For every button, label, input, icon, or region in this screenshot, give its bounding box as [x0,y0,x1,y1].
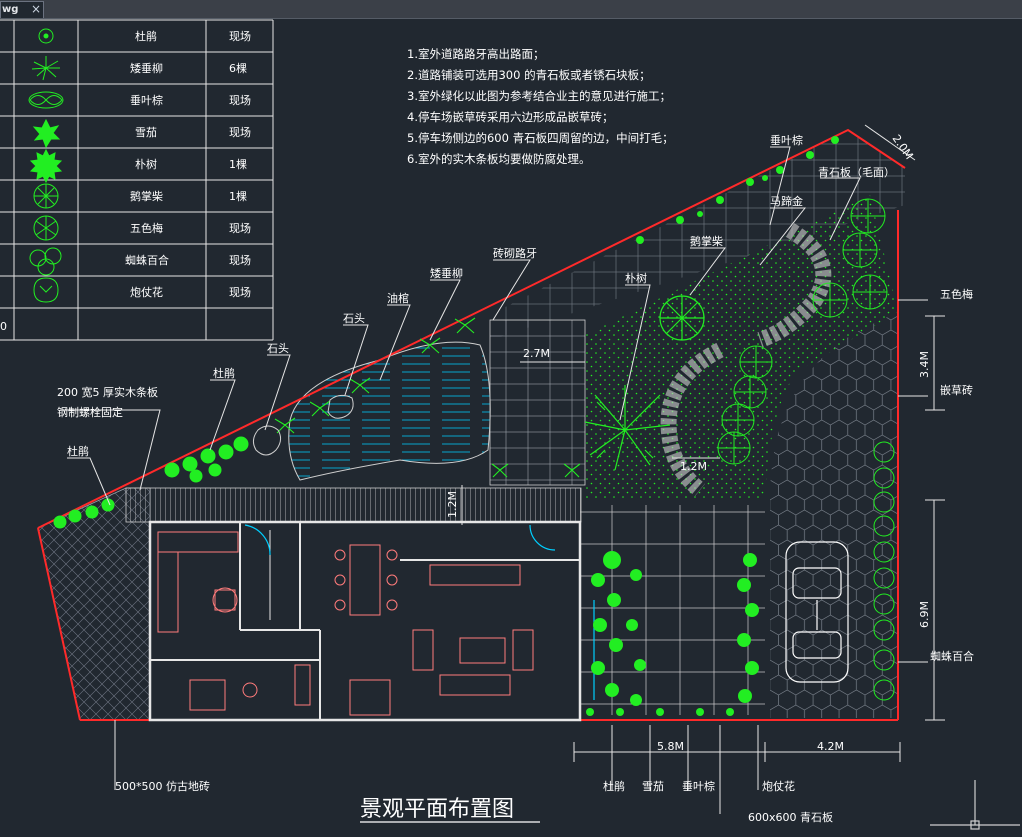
dim-34m: 3.4M [918,351,931,378]
close-icon[interactable]: × [31,2,42,16]
label-xuejia-bottom: 雪茄 [642,779,664,793]
ezhangchai-tree-icon [659,295,705,341]
dujuan-plant-icon [38,28,54,44]
note-6: 6.室外的实木条板均要做防腐处理。 [407,152,590,166]
legend-name-6: 鹅掌柴 [130,189,163,203]
legend-qty-2: 6棵 [229,61,247,75]
zhizhubaihe-plant-icon [29,247,62,276]
dim-42m: 4.2M [817,740,844,753]
label-pushu: 朴树 [625,271,647,285]
house-floor-plan [148,520,595,722]
aichuiliu-plant-icon [31,56,60,81]
legend-qty-5: 1棵 [229,157,247,171]
aichuiliu-row-icon [274,317,581,478]
legend-name-5: 朴树 [135,157,157,171]
dimension-labels: 2.0M 2.7M 3.4M 1.2M 1.2M 6.9M 5.8M 4.2M [446,132,931,753]
label-qingshiban-maomian: 青石板（毛面） [818,165,895,179]
pushu-plant-icon [29,148,63,184]
legend-name-1: 杜鹃 [135,29,157,43]
legend-name-8: 蜘蛛百合 [125,253,169,267]
drawing-title: 景观平面布置图 [360,797,514,822]
label-chuiyezong-bottom: 垂叶棕 [682,779,715,793]
legend-fragment: 0 [0,320,7,333]
leader-lines [60,146,928,814]
zhizhubaihe-column-icon [873,441,895,701]
legend-qty-4: 现场 [229,125,251,139]
wuseimei-plant-icon [33,215,59,241]
chuiyezong-plant-icon [28,91,64,109]
xuejia-plant-icon [32,118,61,149]
legend-qty-6: 1棵 [229,189,247,203]
legend-qty-1: 现场 [229,29,251,43]
drawing-tab-bar: wg × [0,0,1022,19]
label-qingshiban-600: 600x600 青石板 [748,810,833,824]
label-qiancaozhuan: 嵌草砖 [940,383,973,397]
plants [53,136,895,716]
site-plan-drawing[interactable]: 杜鹃 现场 矮垂柳 6棵 垂叶棕 现场 雪茄 现场 朴树 1棵 鹅掌柴 1棵 五… [0,19,1022,833]
legend-name-3: 垂叶棕 [130,93,163,107]
label-dujuan-bottom: 杜鹃 [603,779,625,793]
design-notes: 1.室外道路路牙高出路面； 2.道路铺装可选用300 的青石板或者锈石块板； 3… [407,47,674,166]
drawing-tab[interactable]: wg × [0,1,44,18]
label-shitou-2: 石头 [267,342,289,355]
pushu-tree-icon [584,385,671,471]
legend-qty-3: 现场 [229,93,251,107]
bottom-shrub-group-icon [586,551,759,716]
label-wuseimei: 五色梅 [940,287,973,301]
legend-qty-9: 现场 [229,285,251,299]
dim-12m-vertical: 1.2M [446,491,459,518]
plant-legend-table: 杜鹃 现场 矮垂柳 6棵 垂叶棕 现场 雪茄 现场 朴树 1棵 鹅掌柴 1棵 五… [0,19,274,341]
dim-58m: 5.8M [657,740,684,753]
label-ezhangchai: 鹅掌柴 [690,234,723,248]
label-dujuan-2: 杜鹃 [67,444,89,458]
rock-icon [252,394,354,456]
legend-name-7: 五色梅 [130,221,163,235]
label-zhuanqi-luya: 砖砌路牙 [493,246,537,260]
drawing-title-block: 景观平面布置图 [360,797,540,823]
note-5: 5.停车场侧边的600 青石板四周留的边，中间打毛； [407,131,674,145]
label-youguan: 油棺 [387,291,409,305]
site-zones [37,130,905,721]
legend-qty-7: 现场 [229,221,251,235]
annotation-labels: 垂叶棕 青石板（毛面） 马蹄金 鹅掌柴 朴树 砖砌路牙 矮垂柳 油棺 石头 石头… [57,133,974,824]
dim-12m-horizontal: 1.2M [680,460,707,473]
label-zhizhubaihe: 蜘蛛百合 [930,649,974,663]
dujuan-row-icon [53,436,249,529]
legend-qty-8: 现场 [229,253,251,267]
legend-name-4: 雪茄 [135,125,157,139]
dim-69m: 6.9M [918,601,931,628]
parked-car-icon [785,541,849,683]
hedge-row-icon [636,136,839,244]
paozhanghua-plant-icon [33,277,59,303]
note-3: 3.室外绿化以此图为参考结合业主的意见进行施工； [407,89,671,103]
note-4: 4.停车场嵌草砖采用六边形成品嵌草砖； [407,110,613,124]
note-1: 1.室外道路路牙高出路面； [407,47,544,61]
label-wood-board: 200 宽5 厚实木条板 [57,385,158,399]
drawing-tab-label: wg [2,4,19,15]
ezhangchai-plant-icon [33,183,59,209]
label-paozhanghua-bottom: 炮仗花 [762,779,795,793]
label-dujuan-1: 杜鹃 [213,366,235,380]
label-fanggu-tile: 500*500 仿古地砖 [115,779,210,793]
label-shitou-1: 石头 [343,312,365,325]
note-2: 2.道路铺装可选用300 的青石板或者锈石块板； [407,68,651,82]
ucs-axis-icon [930,780,1020,830]
dimension-lines [461,124,945,762]
wuseimei-group-icon [717,198,888,465]
dim-27m: 2.7M [523,347,550,360]
label-aichuiliu: 矮垂柳 [430,266,463,280]
cad-canvas[interactable]: 杜鹃 现场 矮垂柳 6棵 垂叶棕 现场 雪茄 现场 朴树 1棵 鹅掌柴 1棵 五… [0,19,1022,833]
label-steel-bolt: 钢制螺栓固定 [57,405,123,419]
legend-name-9: 炮仗花 [130,285,163,299]
label-matijin: 马蹄金 [770,194,803,208]
label-chuiyezong-top: 垂叶棕 [770,133,803,147]
legend-name-2: 矮垂柳 [130,61,163,75]
